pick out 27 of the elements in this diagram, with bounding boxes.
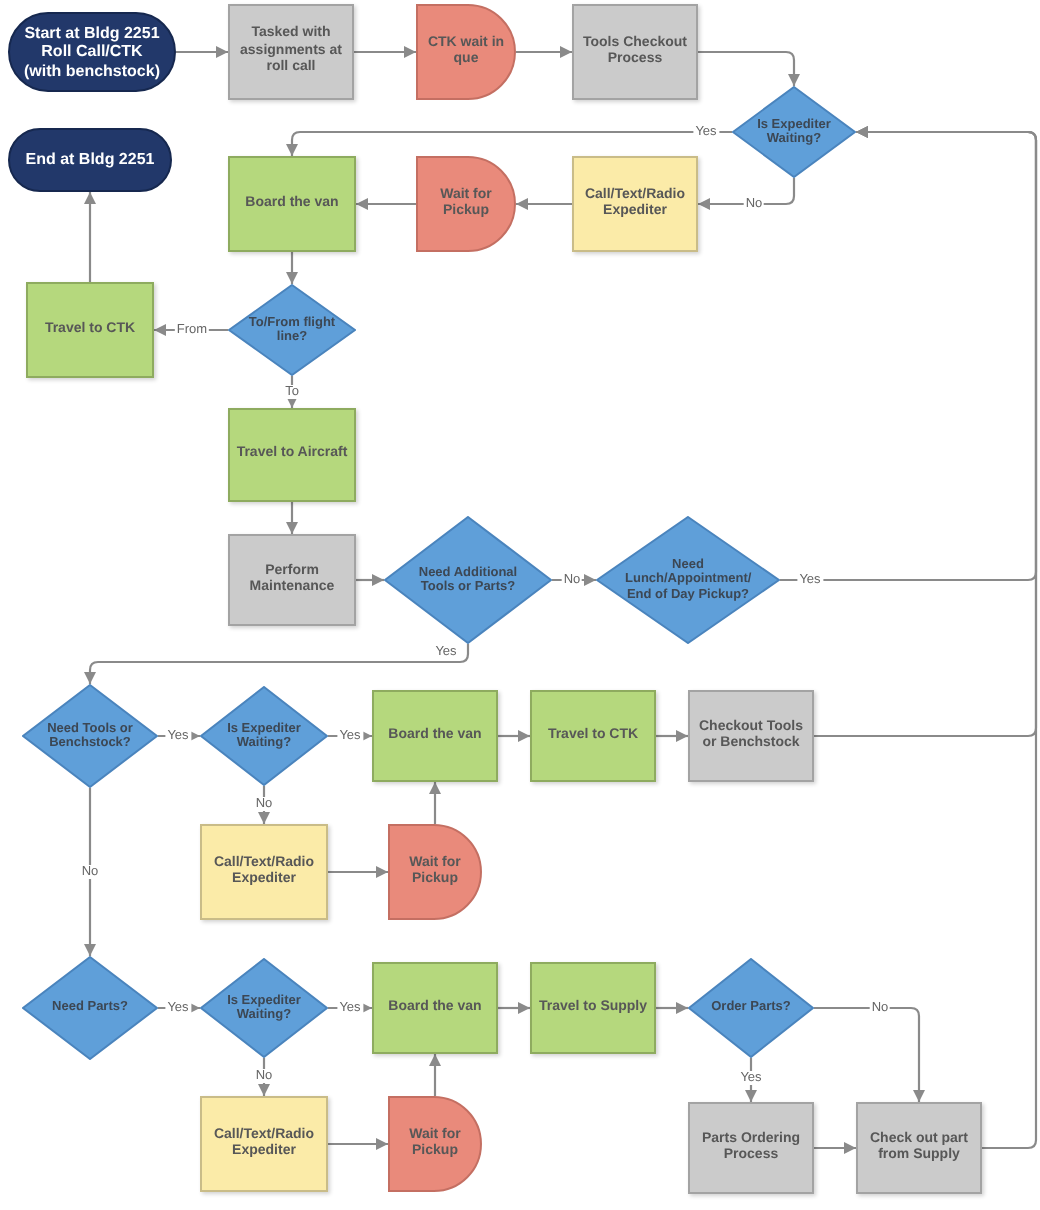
arrow <box>176 46 228 58</box>
arrow <box>498 1002 530 1014</box>
arrow <box>286 502 298 534</box>
arrow <box>84 192 96 282</box>
terminal-pill: End at Bldg 2251 <box>8 128 172 192</box>
arrow <box>656 1002 688 1014</box>
arrow <box>745 1058 757 1102</box>
arrow <box>516 198 572 210</box>
arrow <box>429 1054 441 1096</box>
arrow <box>498 730 530 742</box>
arrow <box>286 130 732 156</box>
arrow <box>356 198 416 210</box>
arrow <box>354 46 416 58</box>
arrow <box>84 788 96 956</box>
arrow <box>356 574 384 586</box>
terminal-pill: Start at Bldg 2251 Roll Call/CTK (with benchstock) <box>8 12 176 92</box>
arrow <box>656 730 688 742</box>
arrow <box>856 126 1038 1150</box>
arrow <box>328 866 388 878</box>
arrow <box>286 252 298 284</box>
arrow <box>814 1142 856 1154</box>
arrow <box>516 46 572 58</box>
arrow <box>84 644 470 684</box>
arrow <box>429 782 441 824</box>
arrow <box>814 1006 925 1102</box>
arrow <box>328 1138 388 1150</box>
arrow <box>698 50 800 86</box>
